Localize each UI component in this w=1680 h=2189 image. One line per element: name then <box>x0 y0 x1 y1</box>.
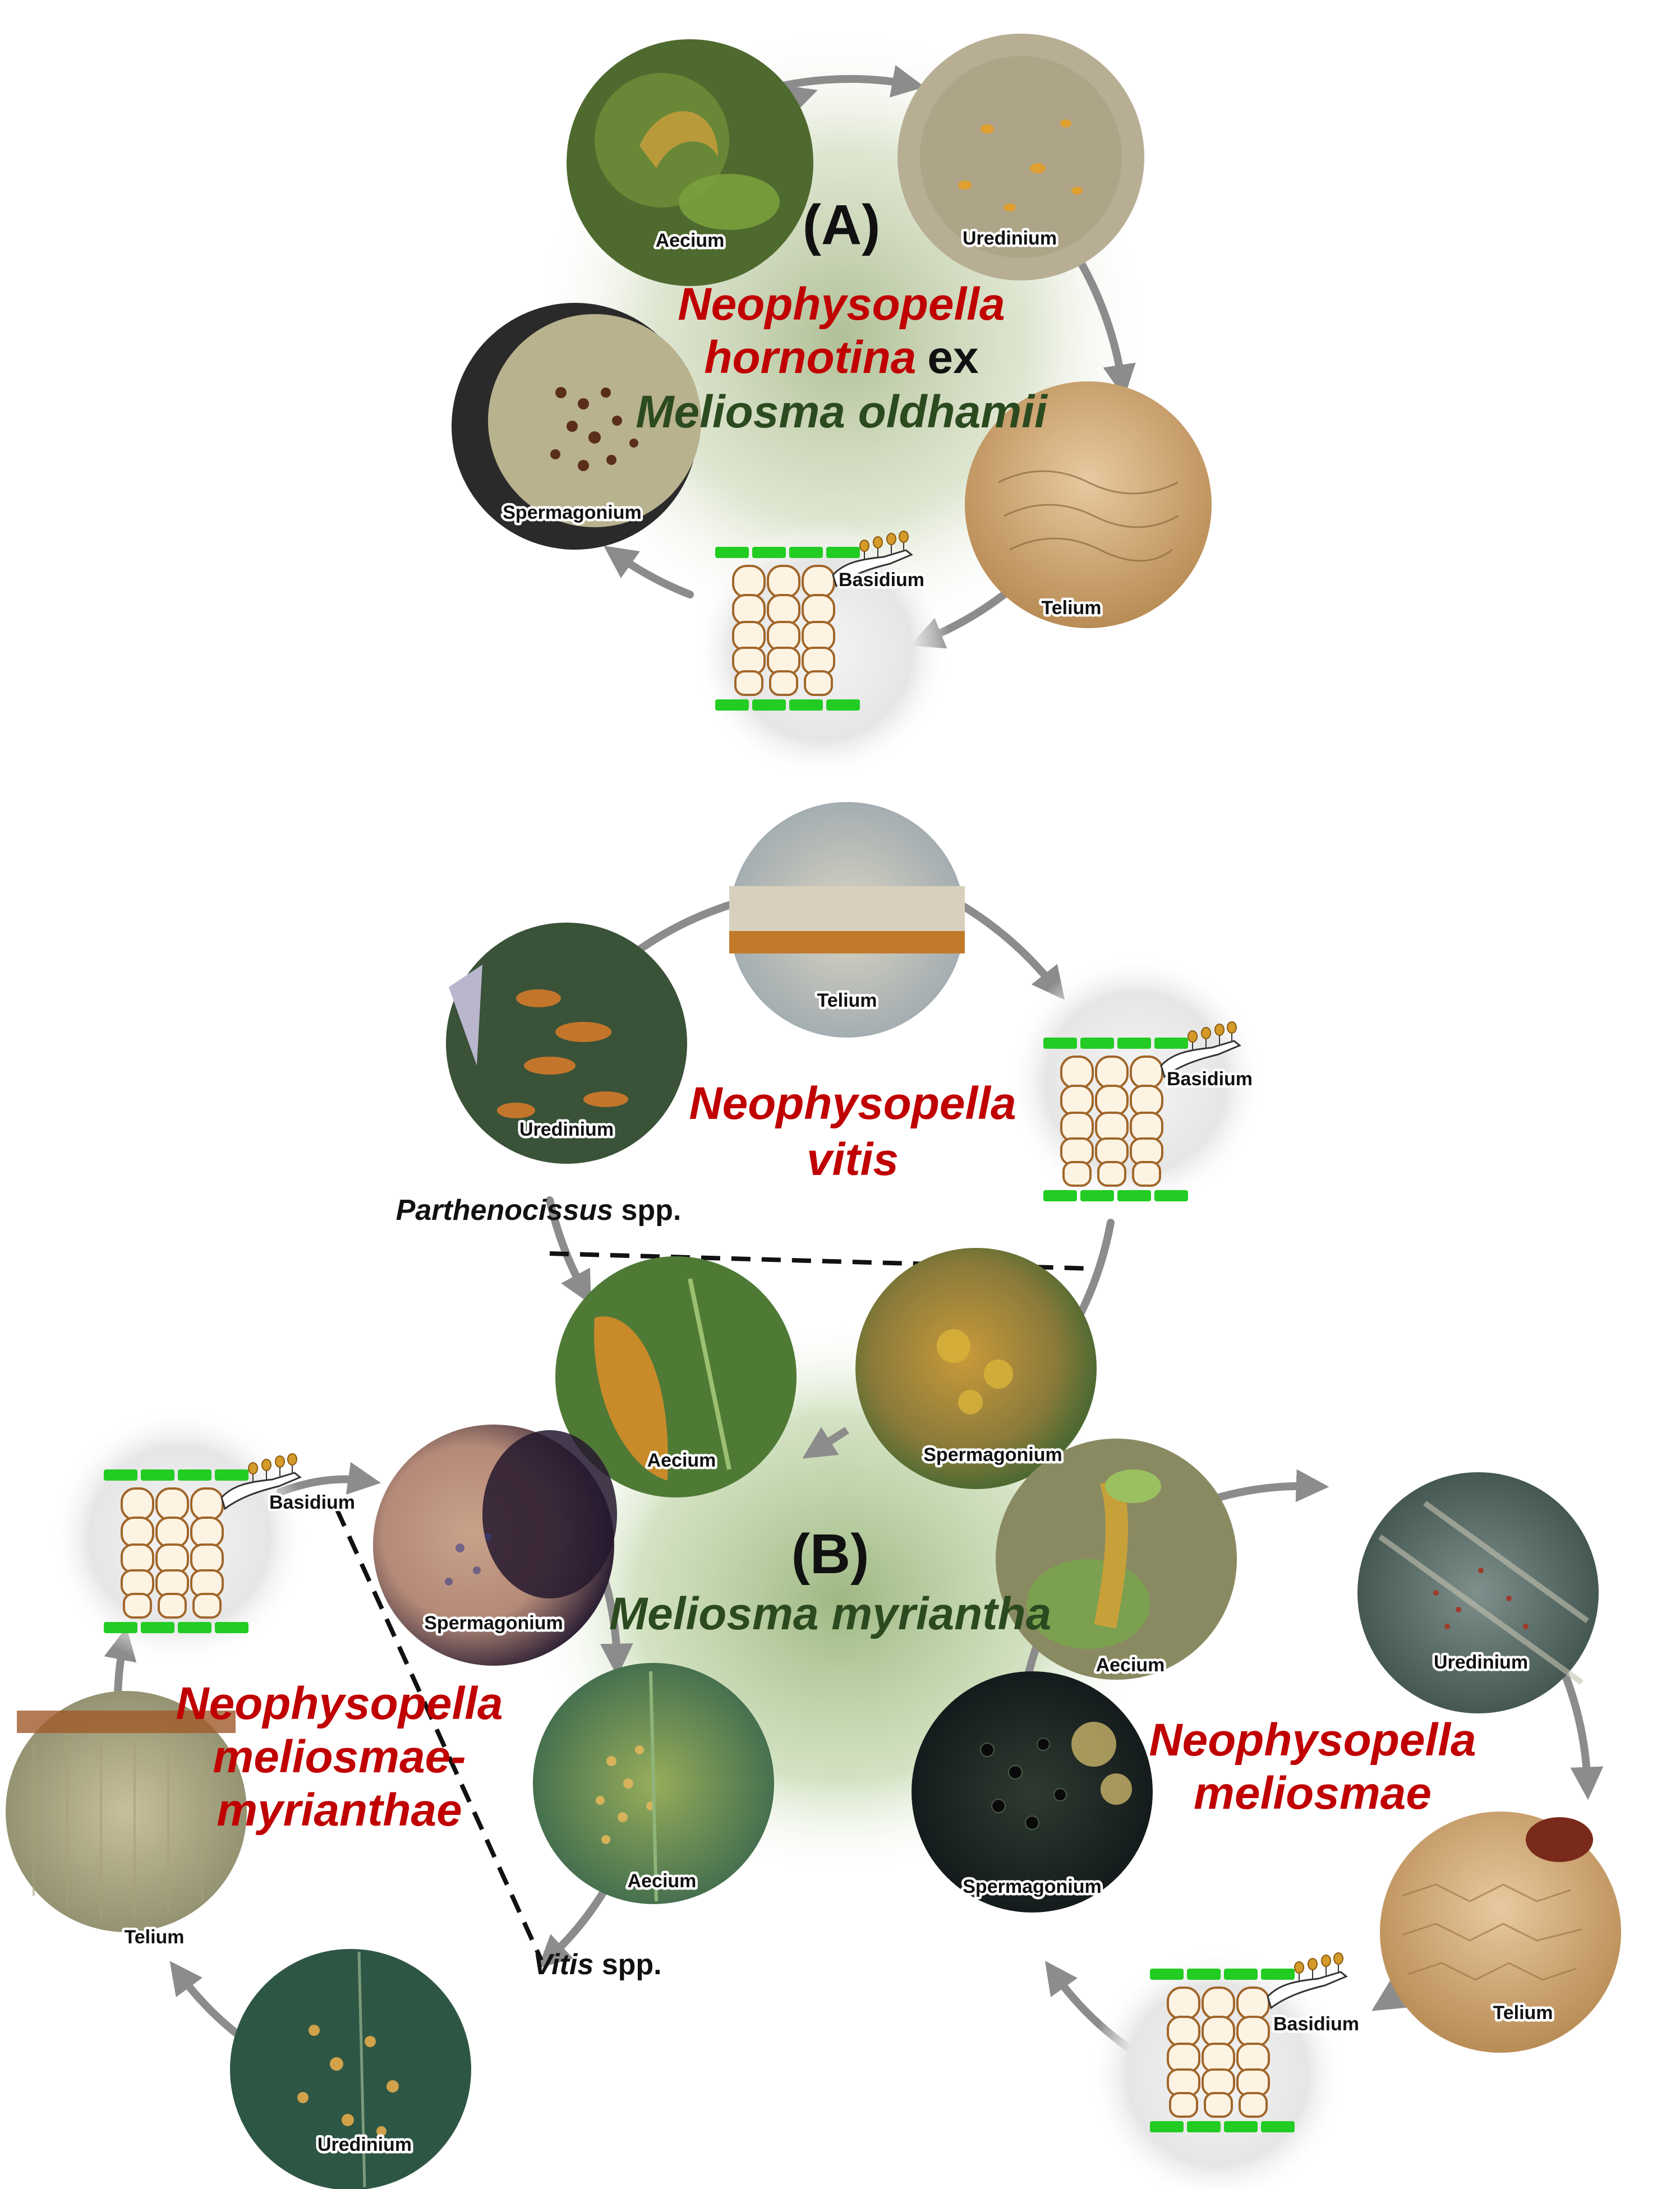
panel-b: Telium Basidium Uredinium Aecium Spermag… <box>6 802 1621 2189</box>
stage-label-aecium-mel: Aecium <box>1096 1655 1165 1676</box>
uredinium-photo-mm <box>230 1949 471 2189</box>
species-name-a-line1: Neophysopella <box>678 279 1005 330</box>
arrow-basidium-to-spermagonium <box>604 545 694 598</box>
arrow-center-spermagonium-to-aecium <box>802 1427 849 1459</box>
species-name-mm-line3: myrianthae <box>217 1785 462 1836</box>
stage-label-basidium-mm: Basidium <box>269 1492 355 1513</box>
host-boundary-dashed-line-mm <box>334 1508 544 1961</box>
stage-label-spermagonium-mm: Spermagonium <box>424 1612 563 1634</box>
panel-label-b: (B) <box>791 1523 869 1586</box>
panel-label-a: (A) <box>803 193 881 256</box>
arrow-uredinium-to-aecium-vitis <box>546 1196 592 1305</box>
species-epithet-a: hornotina <box>704 332 916 383</box>
host-label-vitis: Vitis spp. <box>533 1948 661 1981</box>
stage-label-aecium-center: Aecium <box>647 1450 716 1471</box>
aecium-photo-a <box>567 39 813 286</box>
host-genus-vitis: Vitis <box>533 1948 593 1981</box>
stage-label-uredinium-mel: Uredinium <box>1434 1652 1528 1673</box>
host-name-b: Meliosma myriantha <box>609 1588 1051 1639</box>
stage-label-telium-vitis: Telium <box>817 990 877 1011</box>
spermagonium-photo-center <box>855 1248 1097 1489</box>
stage-label-basidium-a: Basidium <box>839 569 924 591</box>
species-name-vitis-line1: Neophysopella <box>689 1078 1016 1129</box>
species-name-vitis-line2: vitis <box>807 1134 899 1185</box>
stage-label-spermagonium-mel: Spermagonium <box>963 1876 1101 1897</box>
aecium-photo-center <box>555 1256 797 1497</box>
aecium-photo-mm <box>533 1663 774 1904</box>
spermagonium-photo-mel <box>912 1671 1153 1913</box>
stage-label-aecium-mm: Aecium <box>628 1870 697 1892</box>
spermagonium-photo-a <box>452 303 701 550</box>
stage-label-uredinium-mm: Uredinium <box>317 2134 412 2155</box>
stage-label-basidium-mel: Basidium <box>1273 2013 1359 2035</box>
basidium-circle-vitis <box>1007 953 1265 1211</box>
stage-label-telium-mel: Telium <box>1493 2002 1553 2024</box>
stage-label-aecium-a: Aecium <box>656 230 725 251</box>
species-name-mel-line2: meliosmae <box>1194 1768 1432 1819</box>
species-name-mm-line1: Neophysopella <box>176 1678 503 1729</box>
uredinium-photo-a <box>897 34 1144 280</box>
uredinium-photo-vitis <box>446 923 687 1164</box>
stage-label-spermagonium-center: Spermagonium <box>923 1444 1062 1466</box>
ex-word-a: ex <box>927 332 978 383</box>
telium-photo-mm <box>6 1691 247 1932</box>
host-suffix-parthenocissus: spp. <box>613 1194 681 1227</box>
host-suffix-vitis: spp. <box>593 1948 661 1981</box>
stage-label-basidium-vitis: Basidium <box>1167 1068 1253 1090</box>
host-label-parthenocissus: Parthenocissus spp. <box>396 1194 682 1227</box>
telium-photo-vitis <box>729 802 965 1038</box>
aecium-photo-mel <box>996 1439 1237 1680</box>
host-genus-parthenocissus: Parthenocissus <box>396 1194 613 1227</box>
stage-label-uredinium-vitis: Uredinium <box>519 1119 614 1140</box>
stage-label-telium-a: Telium <box>1041 597 1101 619</box>
host-name-a: Meliosma oldhamii <box>636 386 1048 437</box>
basidium-circle-a <box>693 522 951 780</box>
uredinium-photo-mel <box>1357 1472 1599 1713</box>
basidium-circle-mel <box>1088 1946 1347 2189</box>
stage-label-telium-mm: Telium <box>124 1927 184 1948</box>
telium-photo-a <box>965 381 1212 628</box>
species-name-mm-line2: meliosmae- <box>213 1731 466 1782</box>
species-name-mel-line1: Neophysopella <box>1149 1715 1476 1766</box>
telium-photo-mel <box>1380 1812 1621 2053</box>
stage-label-spermagonium-a: Spermagonium <box>503 502 641 523</box>
spermagonium-photo-mm <box>373 1425 617 1666</box>
basidium-circle-mm <box>50 1408 309 1666</box>
stage-label-uredinium-a: Uredinium <box>963 228 1057 249</box>
panel-a: Aecium Uredinium Spermagonium Telium Bas… <box>452 22 1212 780</box>
